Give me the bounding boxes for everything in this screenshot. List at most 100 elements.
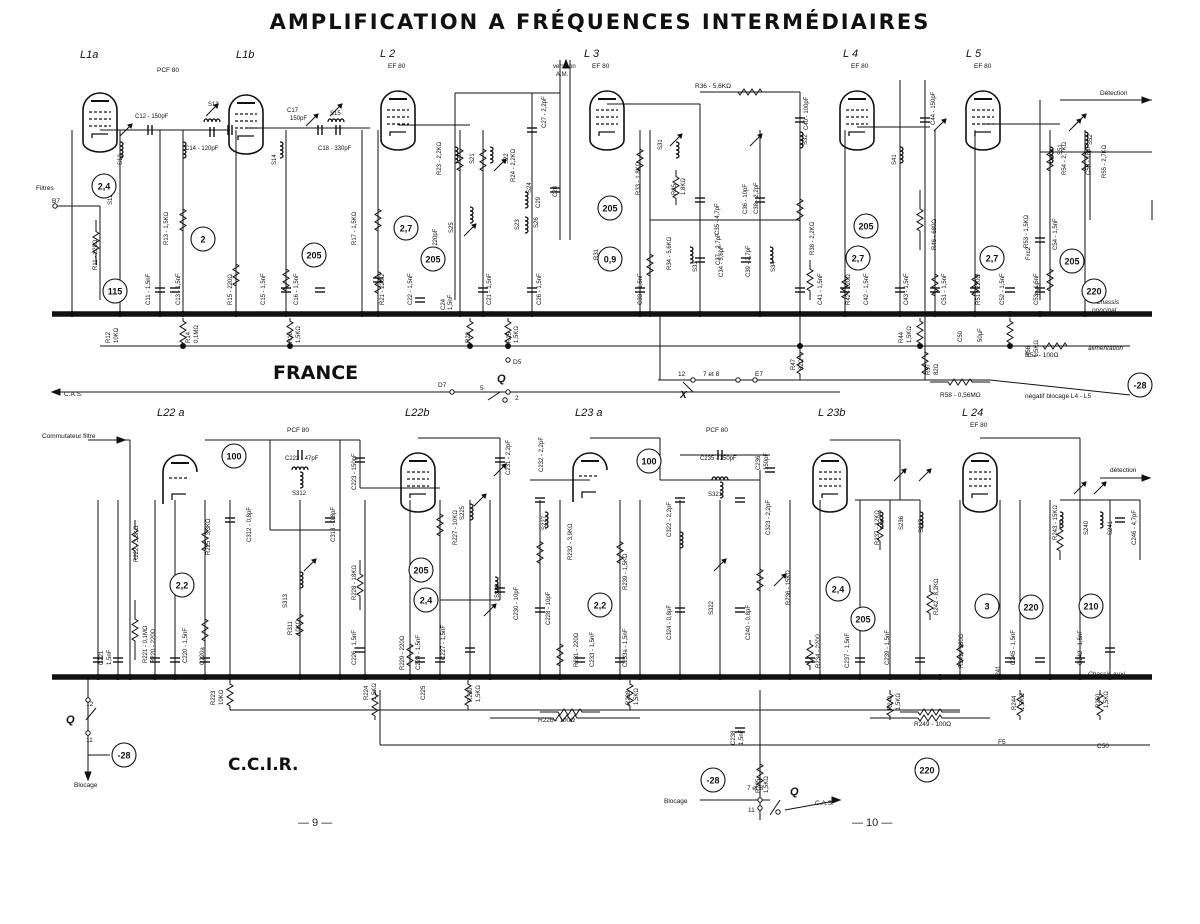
- component-label: R16: [288, 331, 294, 343]
- tube-l23b: [812, 452, 848, 513]
- component-label: C18 - 330pF: [318, 146, 352, 152]
- component-label: C54 - 1,5nF: [1053, 218, 1059, 250]
- component-label: 12: [86, 701, 94, 708]
- junction-dot: [362, 674, 368, 680]
- component-label: R311: [288, 620, 294, 635]
- coil-symbol: [799, 131, 804, 149]
- component-label: C227 - 1,5nF: [441, 625, 447, 660]
- junction-dot: [637, 311, 643, 317]
- component-label: 2: [515, 395, 519, 402]
- coil-symbol: [469, 206, 474, 224]
- component-label: C224 - 1,5nF: [416, 635, 422, 670]
- component-label: R23 - 2,2KΩ: [437, 141, 443, 175]
- tube-cathode: [389, 131, 406, 136]
- component-label: C233 - 1,5nF: [590, 632, 596, 667]
- circle-tag-label: 2,4: [420, 596, 433, 606]
- coil-symbol: [119, 141, 124, 159]
- page-number-left: — 9 —: [298, 817, 333, 829]
- resistor-symbol: [700, 88, 800, 96]
- junction-dot: [937, 674, 943, 680]
- circle-tag-label: 2,7: [400, 224, 413, 234]
- component-label: C24: [441, 298, 447, 310]
- component-label: S41: [892, 154, 898, 165]
- circle-tag: [393, 215, 419, 241]
- circle-tag-label: 2,2: [176, 581, 189, 591]
- component-label: C12 - 150pF: [135, 114, 169, 120]
- junction-dot: [117, 311, 123, 317]
- component-label: S12: [118, 154, 124, 165]
- circle-tag-label: 2,7: [986, 254, 999, 264]
- resistor-symbol: [436, 510, 444, 540]
- coil-symbol: [544, 511, 549, 529]
- circle-tag: [413, 587, 439, 613]
- terminal-node: [449, 389, 455, 395]
- component-label: 82Ω: [934, 363, 940, 375]
- circle-tag-label: 205: [413, 566, 428, 576]
- tube-label: L 23b: [818, 407, 845, 419]
- tube-cathode: [409, 493, 426, 498]
- component-label: C41 - 1,5nF: [818, 273, 824, 305]
- resistor-symbol: [179, 318, 187, 346]
- coil-symbol: [203, 118, 221, 123]
- trimmer-arrowhead: [213, 103, 219, 109]
- component-label: 11: [748, 807, 755, 814]
- resistor-symbol: [286, 318, 294, 346]
- component-label: 11: [86, 737, 93, 744]
- trimmer-arrowhead: [721, 558, 727, 564]
- coil-symbol: [899, 146, 904, 164]
- component-label: C231 - 2,2pF: [506, 440, 512, 475]
- component-label: Fxc1: [1036, 281, 1042, 295]
- resistor-symbol: [226, 680, 234, 710]
- component-label: R244: [1012, 695, 1018, 710]
- trimmer-arrowhead: [127, 123, 133, 129]
- junction-dot: [647, 311, 653, 317]
- resistor-symbol: [1030, 342, 1080, 350]
- component-label: C50: [1097, 743, 1109, 750]
- resistor-symbol: [672, 170, 680, 205]
- component-label: 10KΩ: [296, 619, 302, 635]
- junction-dot: [997, 674, 1003, 680]
- component-label: C230 - 10pF: [514, 586, 520, 620]
- tube-cathode: [598, 131, 615, 136]
- circle-tag: [1059, 248, 1085, 274]
- circle-tag: [1081, 278, 1107, 304]
- component-label: X: [679, 390, 688, 401]
- terminal-node: [775, 809, 781, 815]
- component-label: Blocage: [664, 798, 688, 805]
- circle-tag: [636, 448, 662, 474]
- component-label: C237 - 1,5nF: [845, 633, 851, 668]
- component-label: A.M.: [556, 72, 569, 78]
- component-label: C35 - 4,7pF: [715, 203, 721, 235]
- component-label: Commutateur filtre: [42, 433, 96, 440]
- component-label: 12: [678, 371, 686, 378]
- circle-tag: [914, 757, 940, 783]
- resistor-symbol: [479, 140, 487, 180]
- component-label: R53 - 1,5KΩ: [1024, 214, 1030, 248]
- vers-son-arrow: [562, 58, 570, 69]
- coil-symbol: [494, 576, 499, 594]
- circle-tag: [974, 593, 1000, 619]
- component-label: R11 - 220Ω: [93, 239, 99, 270]
- component-label: S23: [515, 219, 521, 230]
- component-label: D7: [438, 382, 447, 389]
- coil-symbol: [719, 481, 724, 499]
- component-label: C226 - 1,5nF: [352, 630, 358, 665]
- section-label-france: FRANCE: [273, 362, 359, 384]
- coil-symbol: [524, 191, 529, 209]
- component-label: C33 - 1,5nF: [638, 273, 644, 305]
- junction-dot: [1017, 674, 1023, 680]
- component-label: C29: [536, 196, 542, 208]
- resistor-symbol: [900, 708, 960, 716]
- circle-tag: [301, 242, 327, 268]
- component-label: C232 - 2,2pF: [539, 437, 545, 472]
- tube-3: [380, 90, 416, 151]
- component-label: S34: [771, 261, 777, 272]
- component-label: Q: [790, 786, 799, 798]
- component-label: C228 - 10pF: [546, 591, 552, 625]
- coil-symbol: [675, 141, 680, 159]
- component-label: C233a - 1,5nF: [623, 628, 629, 667]
- component-label: R231 - 220Ω: [574, 632, 580, 667]
- circle-tag-label: 2,7: [852, 254, 865, 264]
- coil-symbol: [1099, 511, 1104, 529]
